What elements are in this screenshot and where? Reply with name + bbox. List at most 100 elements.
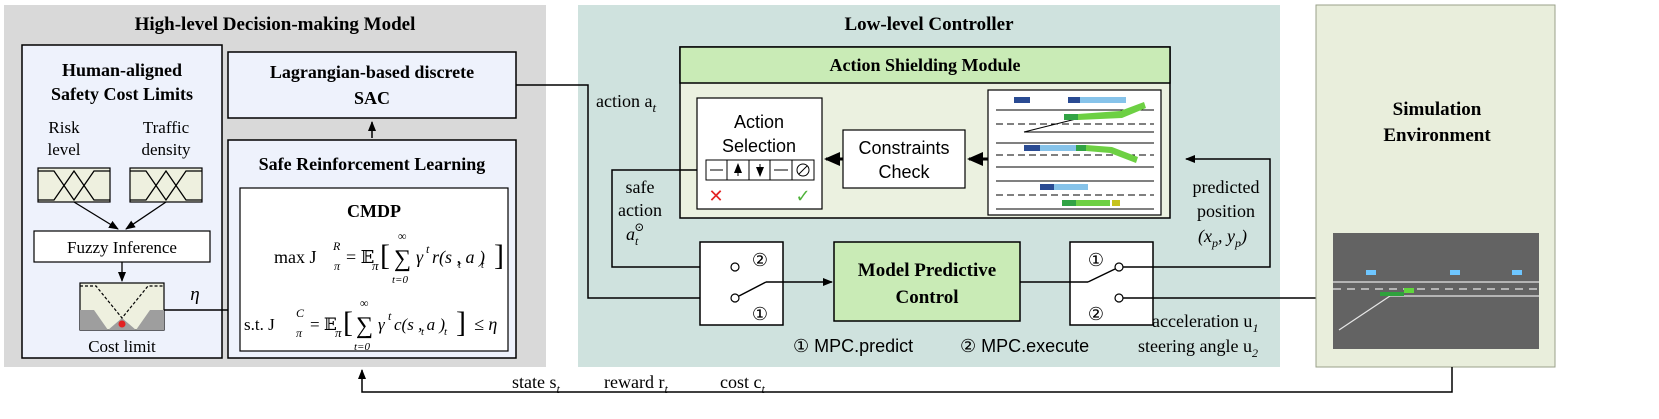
state-feedback-arrow	[358, 367, 1453, 393]
constraints-check-1: Constraints	[858, 138, 949, 158]
predicted-label-2: position	[1197, 201, 1255, 221]
low-level-title: Low-level Controller	[844, 14, 1014, 35]
eq1-gamma-sup: t	[426, 242, 430, 256]
eq2-le-eta: ≤ η	[474, 314, 497, 334]
acceleration-label: acceleration u1	[1152, 311, 1258, 335]
eq1-inf: ∞	[398, 229, 407, 243]
eq1-s-sub: t	[458, 259, 462, 271]
eq1-a-sub: t	[481, 259, 485, 271]
eq1-rbracket: ]	[494, 239, 504, 272]
safe-rl-box: Safe Reinforcement Learning CMDP max J R…	[227, 139, 517, 359]
constraint-equation: s.t. J C π = 𝔼 π [ ∑ ∞ t=0 γ t c(s , a )…	[244, 296, 497, 353]
simulation-screenshot	[1333, 233, 1539, 349]
sac-title-2: SAC	[354, 88, 390, 108]
eq1-lbracket: [	[380, 239, 390, 272]
eq2-gamma-sup: t	[388, 309, 392, 323]
traffic-label-1: Traffic	[143, 118, 190, 137]
eq1-sup: R	[332, 239, 341, 253]
cost-label: cost ct	[720, 372, 765, 396]
action-arrow	[516, 84, 734, 302]
switch-out-2: ②	[1088, 304, 1104, 324]
eq2-rbracket: ]	[456, 306, 466, 339]
eq2-gamma: γ	[378, 315, 386, 334]
action-options-icon	[705, 159, 815, 181]
mpc-legend-execute: ② MPC.execute	[960, 336, 1089, 356]
eq2-a-sub: t	[444, 326, 448, 338]
risk-membership-icon	[37, 167, 111, 203]
action-selection-2: Selection	[722, 136, 796, 156]
simulation-title-1: Simulation	[1393, 99, 1482, 120]
eta-label: η	[190, 284, 199, 305]
state-label: state st	[512, 372, 561, 396]
switch-in-1: ①	[752, 304, 768, 324]
traffic-label-2: density	[141, 140, 191, 159]
eq1-sub: π	[334, 259, 341, 273]
constraints-check-2: Check	[878, 162, 930, 182]
predicted-label-1: predicted	[1193, 177, 1260, 197]
cmdp-box	[239, 187, 509, 352]
reward-label: reward rt	[604, 372, 668, 396]
objective-equation: max J R π = 𝔼 π [ ∑ ∞ t=0 γ t r(s , a ) …	[274, 229, 504, 286]
cost-limit-label: Cost limit	[88, 337, 156, 356]
eq2-inf: ∞	[360, 296, 369, 310]
mpc-title-2: Control	[896, 287, 959, 308]
action-shielding-module: Action Shielding Module Action Selection…	[679, 46, 1171, 219]
safety-limits-title-2: Safety Cost Limits	[51, 84, 193, 104]
eq2-e-sub: π	[335, 325, 342, 340]
safe-action-arrow	[611, 169, 734, 271]
cost-limit-dot	[118, 320, 126, 328]
eq2-sum: ∑	[356, 313, 373, 339]
sac-title-1: Lagrangian-based discrete	[270, 62, 474, 82]
trajectory-prediction-image	[987, 89, 1162, 216]
reject-icon: ✕	[708, 186, 723, 206]
cost-limit-icon	[79, 282, 165, 331]
accept-icon: ✓	[795, 186, 810, 206]
risk-label-1: Risk	[48, 118, 80, 137]
simulation-title-2: Environment	[1383, 125, 1491, 146]
safety-limits-box: Human-aligned Safety Cost Limits Risk le…	[21, 44, 223, 359]
safe-action-2: action	[618, 200, 662, 220]
eq1-e-sub: π	[372, 258, 379, 273]
steering-label: steering angle u2	[1138, 336, 1258, 360]
mpc-title-1: Model Predictive	[858, 260, 996, 281]
mpc-legend-predict: ① MPC.predict	[793, 336, 913, 356]
eq2-lbracket: [	[343, 306, 353, 339]
safe-rl-title: Safe Reinforcement Learning	[259, 154, 486, 174]
safe-action-1: safe	[626, 177, 655, 197]
eq2-t0: t=0	[354, 341, 370, 353]
output-switch: ① ②	[1069, 241, 1154, 326]
eq1-sum: ∑	[394, 246, 411, 272]
eq2-s-sub: t	[421, 326, 425, 338]
eq2-sup: C	[296, 306, 305, 320]
traffic-membership-icon	[129, 167, 203, 203]
input-switch: ② ①	[699, 241, 784, 326]
predicted-position-arrow	[1123, 155, 1271, 268]
switch-out-1: ①	[1088, 250, 1104, 270]
eq1-t0: t=0	[392, 274, 408, 286]
action-selection-1: Action	[734, 112, 784, 132]
eq2-sub: π	[296, 326, 303, 340]
eq1-max: max J	[274, 247, 317, 267]
action-label: action at	[596, 91, 656, 115]
simulation-panel: Simulation Environment	[1315, 4, 1556, 368]
fuzzy-inference-box	[33, 230, 211, 263]
eq1-gamma: γ	[416, 247, 424, 267]
action-selection-box	[696, 97, 823, 210]
eq2-equals: = 𝔼	[310, 315, 337, 334]
shield-title: Action Shielding Module	[829, 55, 1020, 75]
fuzzy-inference-label: Fuzzy Inference	[67, 238, 177, 257]
predicted-label-3: (xp, yp)	[1198, 226, 1247, 250]
sac-box: Lagrangian-based discrete SAC	[227, 51, 517, 119]
eq1-body: r(s , a )	[432, 247, 485, 268]
eq2-st: s.t. J	[244, 315, 275, 334]
safe-action-symbol: at⊙	[626, 220, 644, 248]
mpc-box: Model Predictive Control	[833, 241, 1021, 322]
switch-in-2: ②	[752, 250, 768, 270]
high-level-title: High-level Decision-making Model	[135, 14, 416, 35]
eq2-body: c(s , a )	[394, 315, 445, 334]
safety-limits-title-1: Human-aligned	[62, 60, 182, 80]
risk-label-2: level	[47, 140, 80, 159]
eq1-equals: = 𝔼	[346, 247, 374, 267]
